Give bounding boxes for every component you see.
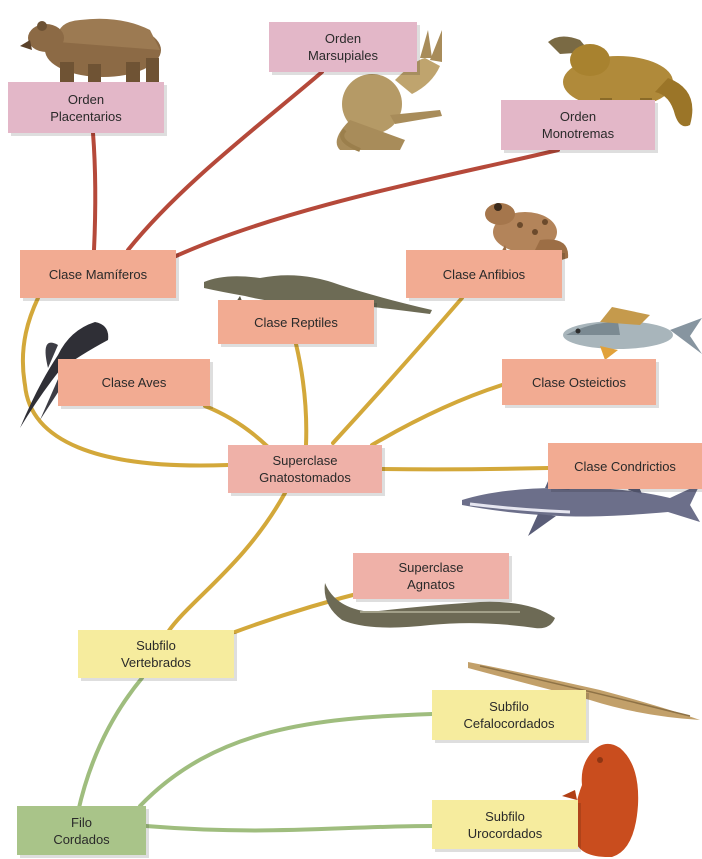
node-subfilo-cefalocordados-line2: Cefalocordados	[463, 715, 554, 732]
node-subfilo-urocordados-line1: Subfilo	[485, 808, 525, 825]
node-subfilo-vertebrados: Subfilo Vertebrados	[78, 630, 234, 678]
node-orden-monotremas-line1: Orden	[560, 108, 596, 125]
bony-fish-icon	[563, 307, 702, 360]
node-clase-osteictios: Clase Osteictios	[502, 359, 656, 405]
node-clase-mamiferos: Clase Mamíferos	[20, 250, 176, 298]
node-filo-cordados-line2: Cordados	[53, 831, 109, 848]
node-subfilo-vertebrados-line2: Vertebrados	[121, 654, 191, 671]
node-superclase-agnatos: Superclase Agnatos	[353, 553, 509, 599]
node-clase-anfibios: Clase Anfibios	[406, 250, 562, 298]
node-superclase-gnatostomados: Superclase Gnatostomados	[228, 445, 382, 493]
node-superclase-gnatostomados-line2: Gnatostomados	[259, 469, 351, 486]
node-orden-marsupiales-line1: Orden	[325, 30, 361, 47]
node-superclase-gnatostomados-line1: Superclase	[272, 452, 337, 469]
node-clase-osteictios-label: Clase Osteictios	[532, 374, 626, 391]
node-filo-cordados-line1: Filo	[71, 814, 92, 831]
node-orden-monotremas-line2: Monotremas	[542, 125, 614, 142]
node-subfilo-cefalocordados: Subfilo Cefalocordados	[432, 690, 586, 740]
node-clase-reptiles: Clase Reptiles	[218, 300, 374, 344]
node-subfilo-urocordados-line2: Urocordados	[468, 825, 542, 842]
node-orden-placentarios-line2: Placentarios	[50, 108, 122, 125]
node-superclase-agnatos-line1: Superclase	[398, 559, 463, 576]
node-clase-reptiles-label: Clase Reptiles	[254, 314, 338, 331]
node-clase-anfibios-label: Clase Anfibios	[443, 266, 525, 283]
node-superclase-agnatos-line2: Agnatos	[407, 576, 455, 593]
node-clase-aves-label: Clase Aves	[102, 374, 167, 391]
node-clase-mamiferos-label: Clase Mamíferos	[49, 266, 147, 283]
node-filo-cordados: Filo Cordados	[17, 806, 146, 855]
node-orden-marsupiales: Orden Marsupiales	[269, 22, 417, 72]
bear-icon	[20, 19, 161, 88]
node-clase-condrictios: Clase Condrictios	[548, 443, 702, 489]
node-subfilo-cefalocordados-line1: Subfilo	[489, 698, 529, 715]
node-clase-condrictios-label: Clase Condrictios	[574, 458, 676, 475]
node-subfilo-vertebrados-line1: Subfilo	[136, 637, 176, 654]
node-orden-marsupiales-line2: Marsupiales	[308, 47, 378, 64]
node-subfilo-urocordados: Subfilo Urocordados	[432, 800, 578, 849]
node-orden-placentarios: Orden Placentarios	[8, 82, 164, 133]
node-orden-placentarios-line1: Orden	[68, 91, 104, 108]
node-orden-monotremas: Orden Monotremas	[501, 100, 655, 150]
node-clase-aves: Clase Aves	[58, 359, 210, 406]
